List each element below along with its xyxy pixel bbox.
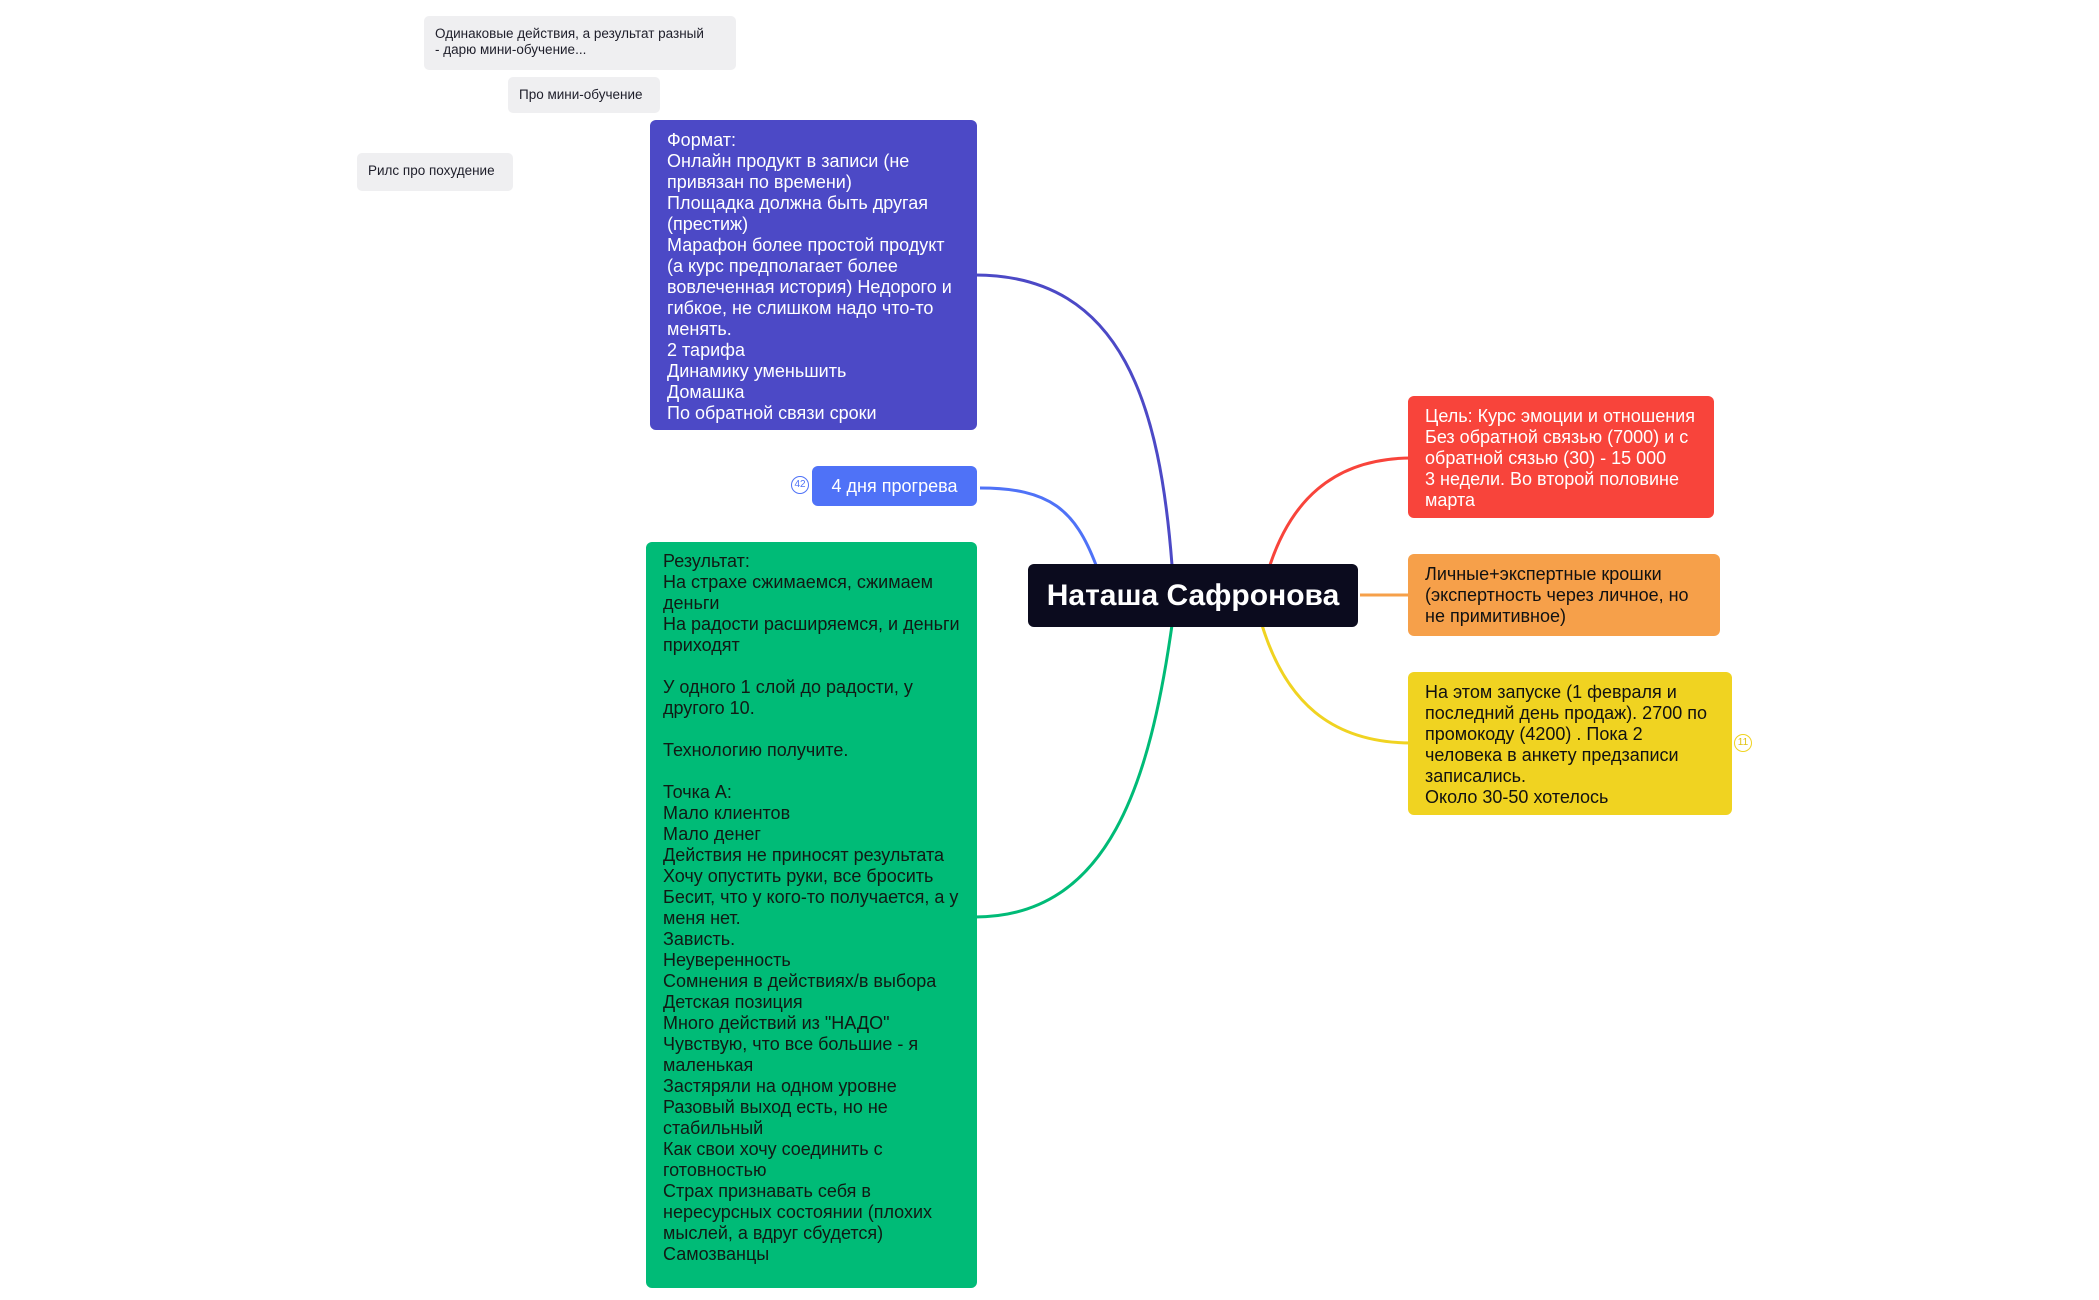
note-reels-weight-loss[interactable]: Рилс про похудение <box>357 153 513 191</box>
note-about-mini-training[interactable]: Про мини-обучение <box>508 77 660 113</box>
connector-result <box>974 624 1174 919</box>
connector-format <box>974 273 1174 566</box>
topic-result[interactable]: Результат: На страхе сжимаемся, сжимаем … <box>646 542 977 1288</box>
collapsed-children-badge-warmup[interactable]: 42 <box>791 476 809 494</box>
connector-warmup <box>979 486 1098 566</box>
collapsed-children-badge-launch[interactable]: 11 <box>1734 734 1752 752</box>
note-mini-training-offer[interactable]: Одинаковые действия, а результат разный … <box>424 16 736 70</box>
topic-goal[interactable]: Цель: Курс эмоции и отношения Без обратн… <box>1408 396 1714 518</box>
topic-crumbs[interactable]: Личные+экспертные крошки (экспертность ч… <box>1408 554 1720 636</box>
connector-goal <box>1268 456 1413 566</box>
topic-format[interactable]: Формат: Онлайн продукт в записи (не прив… <box>650 120 977 430</box>
central-topic[interactable]: Наташа Сафронова <box>1028 564 1358 627</box>
connector-launch <box>1260 624 1413 745</box>
topic-warmup-days[interactable]: 4 дня прогрева <box>812 466 977 506</box>
topic-launch[interactable]: На этом запуске (1 февраля и последний д… <box>1408 672 1732 815</box>
